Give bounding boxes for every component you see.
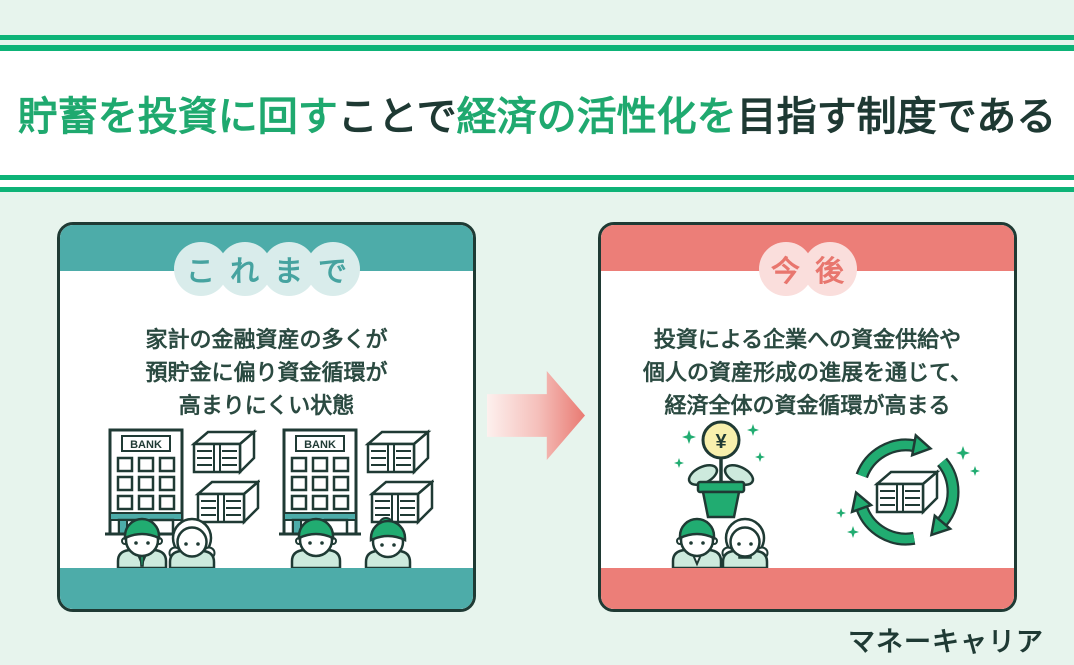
after-card-footer-band — [601, 568, 1014, 609]
after-card-badge: 今 後 — [601, 242, 1014, 296]
man-suit-icon — [116, 517, 167, 568]
title-segment-3: 経済の活性化を — [456, 95, 737, 139]
man-casual-icon — [290, 517, 341, 568]
woman-ponytail-icon — [364, 517, 411, 568]
svg-text:BANK: BANK — [304, 439, 336, 451]
svg-text:BANK: BANK — [130, 439, 162, 451]
after-line-2: 個人の資産形成の進展を通じて、 — [643, 360, 972, 385]
before-line-2: 預貯金に偏り資金循環が — [145, 360, 388, 385]
money-plant-people-illustration: ¥ — [671, 420, 768, 568]
sparkle-icon — [835, 446, 980, 538]
money-stack-icon — [873, 469, 940, 516]
after-card-illustration: ¥ — [601, 416, 1014, 568]
money-stack-icon — [190, 429, 260, 526]
title-segment-1: 貯蓄を投資に回す — [17, 95, 338, 139]
before-card-badge: こ れ ま で — [60, 242, 473, 296]
before-line-3: 高まりにくい状態 — [178, 393, 355, 418]
woman-icon — [168, 517, 215, 568]
after-line-3: 経済全体の資金循環が高まる — [664, 393, 951, 418]
money-stack-icon — [364, 429, 434, 526]
before-card: こ れ ま で 家計の金融資産の多くが 預貯金に偏り資金循環が 高まりにくい状態… — [57, 222, 476, 612]
bank-money-people-illustration: BANK — [104, 428, 260, 568]
sparkle-icon — [673, 424, 765, 468]
badge-char: で — [305, 242, 360, 296]
brand-logo: マネーキャリア — [848, 627, 1044, 657]
before-card-illustration: BANK — [60, 422, 473, 568]
before-card-description: 家計の金融資産の多くが 預貯金に偏り資金循環が 高まりにくい状態 — [68, 323, 465, 422]
after-card: 今 後 投資による企業への資金供給や 個人の資産形成の進展を通じて、 経済全体の… — [598, 222, 1017, 612]
bottom-rule-upper — [0, 175, 1074, 180]
title-segment-4: 目指す制度である — [736, 95, 1057, 139]
top-rule-thick — [0, 45, 1074, 51]
header-band — [0, 51, 1074, 192]
before-card-footer-band — [60, 568, 473, 609]
top-rule-thin — [0, 35, 1074, 40]
bank-money-people-illustration: BANK — [278, 428, 434, 568]
title-segment-2: ことで — [337, 95, 457, 139]
after-line-1: 投資による企業への資金供給や — [653, 327, 962, 352]
money-cycle-illustration — [835, 428, 983, 560]
badge-char: ま — [261, 242, 316, 296]
before-line-1: 家計の金融資産の多くが — [145, 327, 388, 352]
badge-char: 後 — [802, 242, 857, 296]
man-icon — [671, 517, 722, 568]
transition-arrow-icon — [487, 371, 585, 460]
woman-icon — [721, 517, 768, 568]
after-card-description: 投資による企業への資金供給や 個人の資産形成の進展を通じて、 経済全体の資金循環… — [609, 323, 1006, 422]
page-title: 貯蓄を投資に回すことで経済の活性化を目指す制度である — [0, 51, 1074, 175]
svg-text:¥: ¥ — [715, 431, 727, 453]
coin-plant-icon: ¥ — [687, 420, 754, 519]
bottom-rule-lower — [0, 187, 1074, 192]
